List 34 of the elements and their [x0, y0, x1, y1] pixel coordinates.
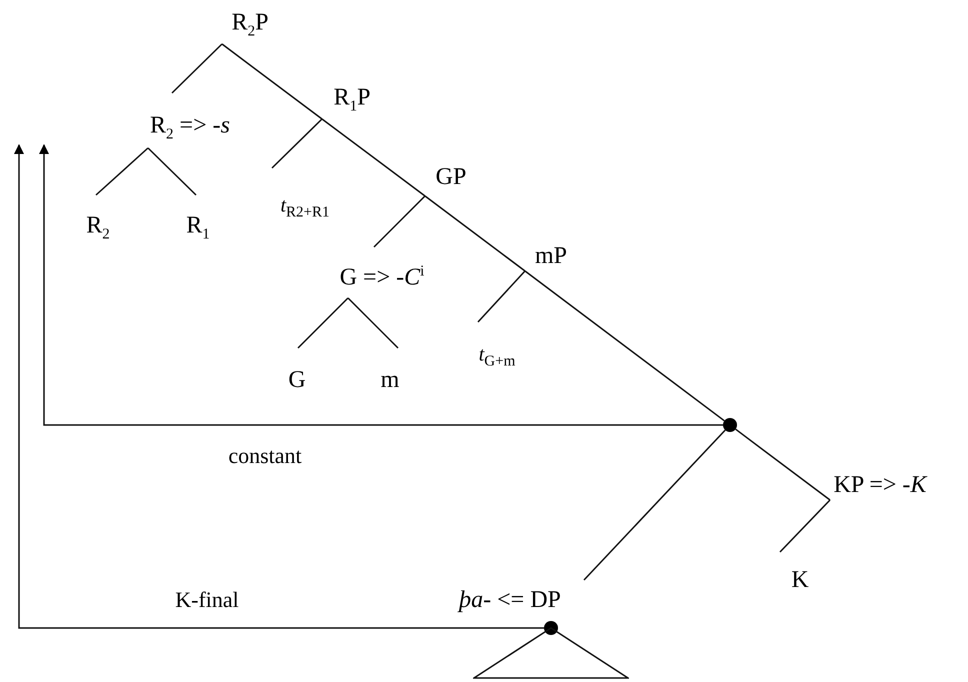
node-label: R$_{2}$P — [232, 10, 268, 40]
tree-branch — [171, 43, 223, 94]
node-label: t$_{R2+R1}$ — [280, 196, 330, 220]
tree-branch — [322, 118, 426, 197]
node-label: K — [791, 568, 809, 592]
tree-branch — [477, 270, 526, 322]
node-label: GP — [436, 165, 466, 189]
node-label: mP — [535, 244, 567, 268]
tree-branch — [96, 147, 148, 196]
tree-branch — [735, 428, 830, 501]
node-label: R$_{1}$P — [334, 86, 370, 114]
tree-branch — [583, 430, 726, 581]
tree-branch — [222, 43, 322, 120]
node-label: R$_{2}$ — [86, 214, 110, 242]
tree-branch — [524, 270, 725, 422]
tree-branch — [147, 147, 197, 196]
node-label: t$_{G+m}$ — [478, 344, 516, 370]
node-label: R$_{1}$ — [186, 214, 210, 242]
tree-branch — [424, 195, 526, 272]
tree-branch — [271, 118, 323, 169]
node-label: R$_{2}$ => -s — [150, 114, 230, 142]
node-label: G => -C$^{i}$ — [340, 264, 424, 290]
arrow — [14, 144, 544, 629]
node-label: G — [288, 368, 306, 392]
tree-branch — [373, 195, 426, 248]
tree-branch — [297, 297, 349, 349]
arrow — [39, 144, 723, 426]
node-label: m — [380, 368, 400, 392]
tree-branch — [347, 297, 399, 349]
triangle-symbol — [473, 627, 629, 679]
junction-dot — [723, 418, 737, 432]
tree-branch — [779, 499, 831, 553]
node-label: KP => -K — [834, 473, 926, 497]
node-label: þa- <= DP — [459, 588, 561, 612]
